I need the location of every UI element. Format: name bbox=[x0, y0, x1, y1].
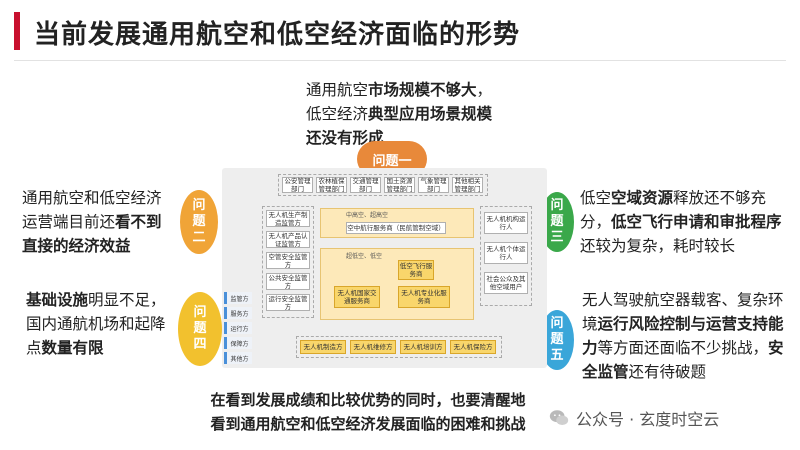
support-frame bbox=[296, 336, 502, 358]
issue-3-run: 还较为复杂，耗时较长 bbox=[580, 237, 736, 255]
issue-1-text: 通用航空市场规模不够大， 低空经济典型应用场景规模还没有形成 bbox=[306, 78, 496, 150]
title-divider bbox=[14, 60, 786, 61]
left-regulator-frame bbox=[262, 206, 314, 318]
issue-1-run: 市场规模不够大 bbox=[368, 81, 477, 99]
regulator-box: 无人机产品认证监管方 bbox=[266, 231, 310, 248]
issue-3-badge-char: 题 bbox=[550, 214, 564, 229]
legend-item: 其他方 bbox=[224, 352, 252, 364]
issue-4-text: 基础设施明显不足，国内通航机场和起降点数量有限 bbox=[26, 288, 176, 360]
low-airspace-zone bbox=[320, 248, 474, 320]
wechat-icon bbox=[549, 410, 569, 426]
low-altitude-service-box: 低空飞行服务商 bbox=[398, 260, 434, 280]
operator-box: 社会公众及其他空域用户 bbox=[484, 272, 528, 294]
legend-item: 保障方 bbox=[224, 337, 252, 349]
issue-3-run: 释放还不够充分， bbox=[580, 189, 767, 231]
dept-box: 公安管理部门 bbox=[282, 177, 313, 193]
issue-2-badge-char: 题 bbox=[192, 214, 206, 229]
issue-5-badge-char: 题 bbox=[550, 332, 564, 347]
operator-box: 无人机机构运行人 bbox=[484, 212, 528, 234]
watermark-text: 公众号 · 玄度时空云 bbox=[576, 410, 720, 429]
dept-box: 国土资源管理部门 bbox=[384, 177, 415, 193]
issue-2-run: 看不到直接的经济效益 bbox=[22, 213, 162, 255]
issue-5-run: 还有待破题 bbox=[628, 363, 707, 381]
issue-5-run: 无人驾驶航空器载客、复杂环境 bbox=[582, 291, 784, 333]
regulator-box: 运行安全监管方 bbox=[266, 294, 310, 311]
issue-5-badge-char: 问 bbox=[550, 316, 564, 331]
air-navigation-service-box: 空中航行服务商（民航管制空域） bbox=[346, 222, 446, 234]
issue-4-badge: 问题四 bbox=[178, 292, 222, 366]
issue-5-text: 无人驾驶航空器载客、复杂环境运行风险控制与运营支持能力等方面还面临不少挑战，安全… bbox=[582, 288, 788, 384]
issue-5-run: 安全监管 bbox=[582, 339, 784, 381]
regulator-box: 空管安全监管方 bbox=[266, 252, 310, 269]
top-dept-frame bbox=[278, 174, 488, 196]
issue-1-run: 低空经济 bbox=[306, 105, 369, 123]
issue-4-badge-char: 题 bbox=[193, 321, 207, 336]
issue-1-run: 模还没有形成 bbox=[306, 105, 493, 147]
conclusion-text: 在看到发展成绩和比较优势的同时，也要清醒地 看到通用航空和低空经济发展面临的困难… bbox=[188, 388, 548, 436]
issue-3-badge-char: 三 bbox=[550, 230, 564, 245]
issue-4-run: 基础设施 bbox=[26, 291, 89, 309]
issue-3-run: 低空 bbox=[580, 189, 612, 207]
legend-item: 监管方 bbox=[224, 292, 252, 304]
issue-2-run: 通用航空和低空经济运营端目前还 bbox=[22, 189, 162, 231]
issue-1-run: ， bbox=[476, 81, 493, 99]
watermark: 公众号 · 玄度时空云 bbox=[548, 406, 719, 430]
professional-service-box: 无人机专业化服务商 bbox=[398, 286, 450, 308]
issue-1-run: 典型应用场景规 bbox=[368, 105, 477, 123]
issue-2-badge: 问题二 bbox=[180, 190, 218, 254]
issue-5-run: 等方面还面临不少挑战， bbox=[597, 339, 769, 357]
issue-3-run: 空域资源 bbox=[611, 189, 674, 207]
upper-airspace-label: 中高空、超高空 bbox=[346, 212, 389, 219]
regulator-box: 无人机生产制造监管方 bbox=[266, 210, 310, 227]
support-box: 无人机维修方 bbox=[350, 340, 396, 354]
dept-box: 其他相关管理部门 bbox=[452, 177, 483, 193]
support-box: 无人机培训方 bbox=[400, 340, 446, 354]
issue-3-text: 低空空域资源释放还不够充分，低空飞行申请和审批程序还较为复杂，耗时较长 bbox=[580, 186, 790, 258]
dept-box: 气象管理部门 bbox=[418, 177, 449, 193]
issue-2-badge-char: 问 bbox=[192, 198, 206, 213]
conclusion-line-1: 在看到发展成绩和比较优势的同时，也要清醒地 bbox=[210, 391, 526, 409]
issue-2-text: 通用航空和低空经济运营端目前还看不到直接的经济效益 bbox=[22, 186, 174, 258]
operator-box: 无人机个体运行人 bbox=[484, 242, 528, 264]
issue-3-run: 低空飞行申请和审批程序 bbox=[611, 213, 782, 231]
issue-2-badge-char: 二 bbox=[192, 230, 206, 245]
issue-4-badge-char: 四 bbox=[193, 337, 207, 352]
right-operator-frame bbox=[480, 206, 532, 306]
issue-5-badge-char: 五 bbox=[550, 348, 564, 363]
low-airspace-label: 超低空、低空 bbox=[346, 253, 383, 260]
conclusion-line-2: 看到通用航空和低空经济发展面临的困难和挑战 bbox=[210, 415, 526, 433]
ecosystem-diagram: 中高空、超高空 空中航行服务商（民航管制空域） 超低空、低空 低空飞行服务商 无… bbox=[222, 168, 547, 368]
issue-4-badge-char: 问 bbox=[193, 305, 207, 320]
regulator-box: 公共安全监管方 bbox=[266, 273, 310, 290]
issue-4-run: 数量有限 bbox=[41, 339, 104, 357]
support-box: 无人机保险方 bbox=[450, 340, 496, 354]
legend-item: 服务方 bbox=[224, 307, 252, 319]
issue-4-run: 明显不足，国内通航机场和起降点 bbox=[26, 291, 166, 357]
title-accent-bar bbox=[14, 12, 20, 50]
support-box: 无人机制造方 bbox=[300, 340, 346, 354]
national-traffic-service-box: 无人机国家交通服务商 bbox=[334, 286, 380, 308]
issue-1-run: 通用航空 bbox=[306, 81, 369, 99]
dept-box: 交通管理部门 bbox=[350, 177, 381, 193]
issue-5-run: 运行风险控制与运营支持能力 bbox=[582, 315, 784, 357]
page-title: 当前发展通用航空和低空经济面临的形势 bbox=[34, 20, 521, 50]
issue-3-badge-char: 问 bbox=[550, 198, 564, 213]
dept-box: 农林植保管理部门 bbox=[316, 177, 347, 193]
legend-item: 运行方 bbox=[224, 322, 252, 334]
